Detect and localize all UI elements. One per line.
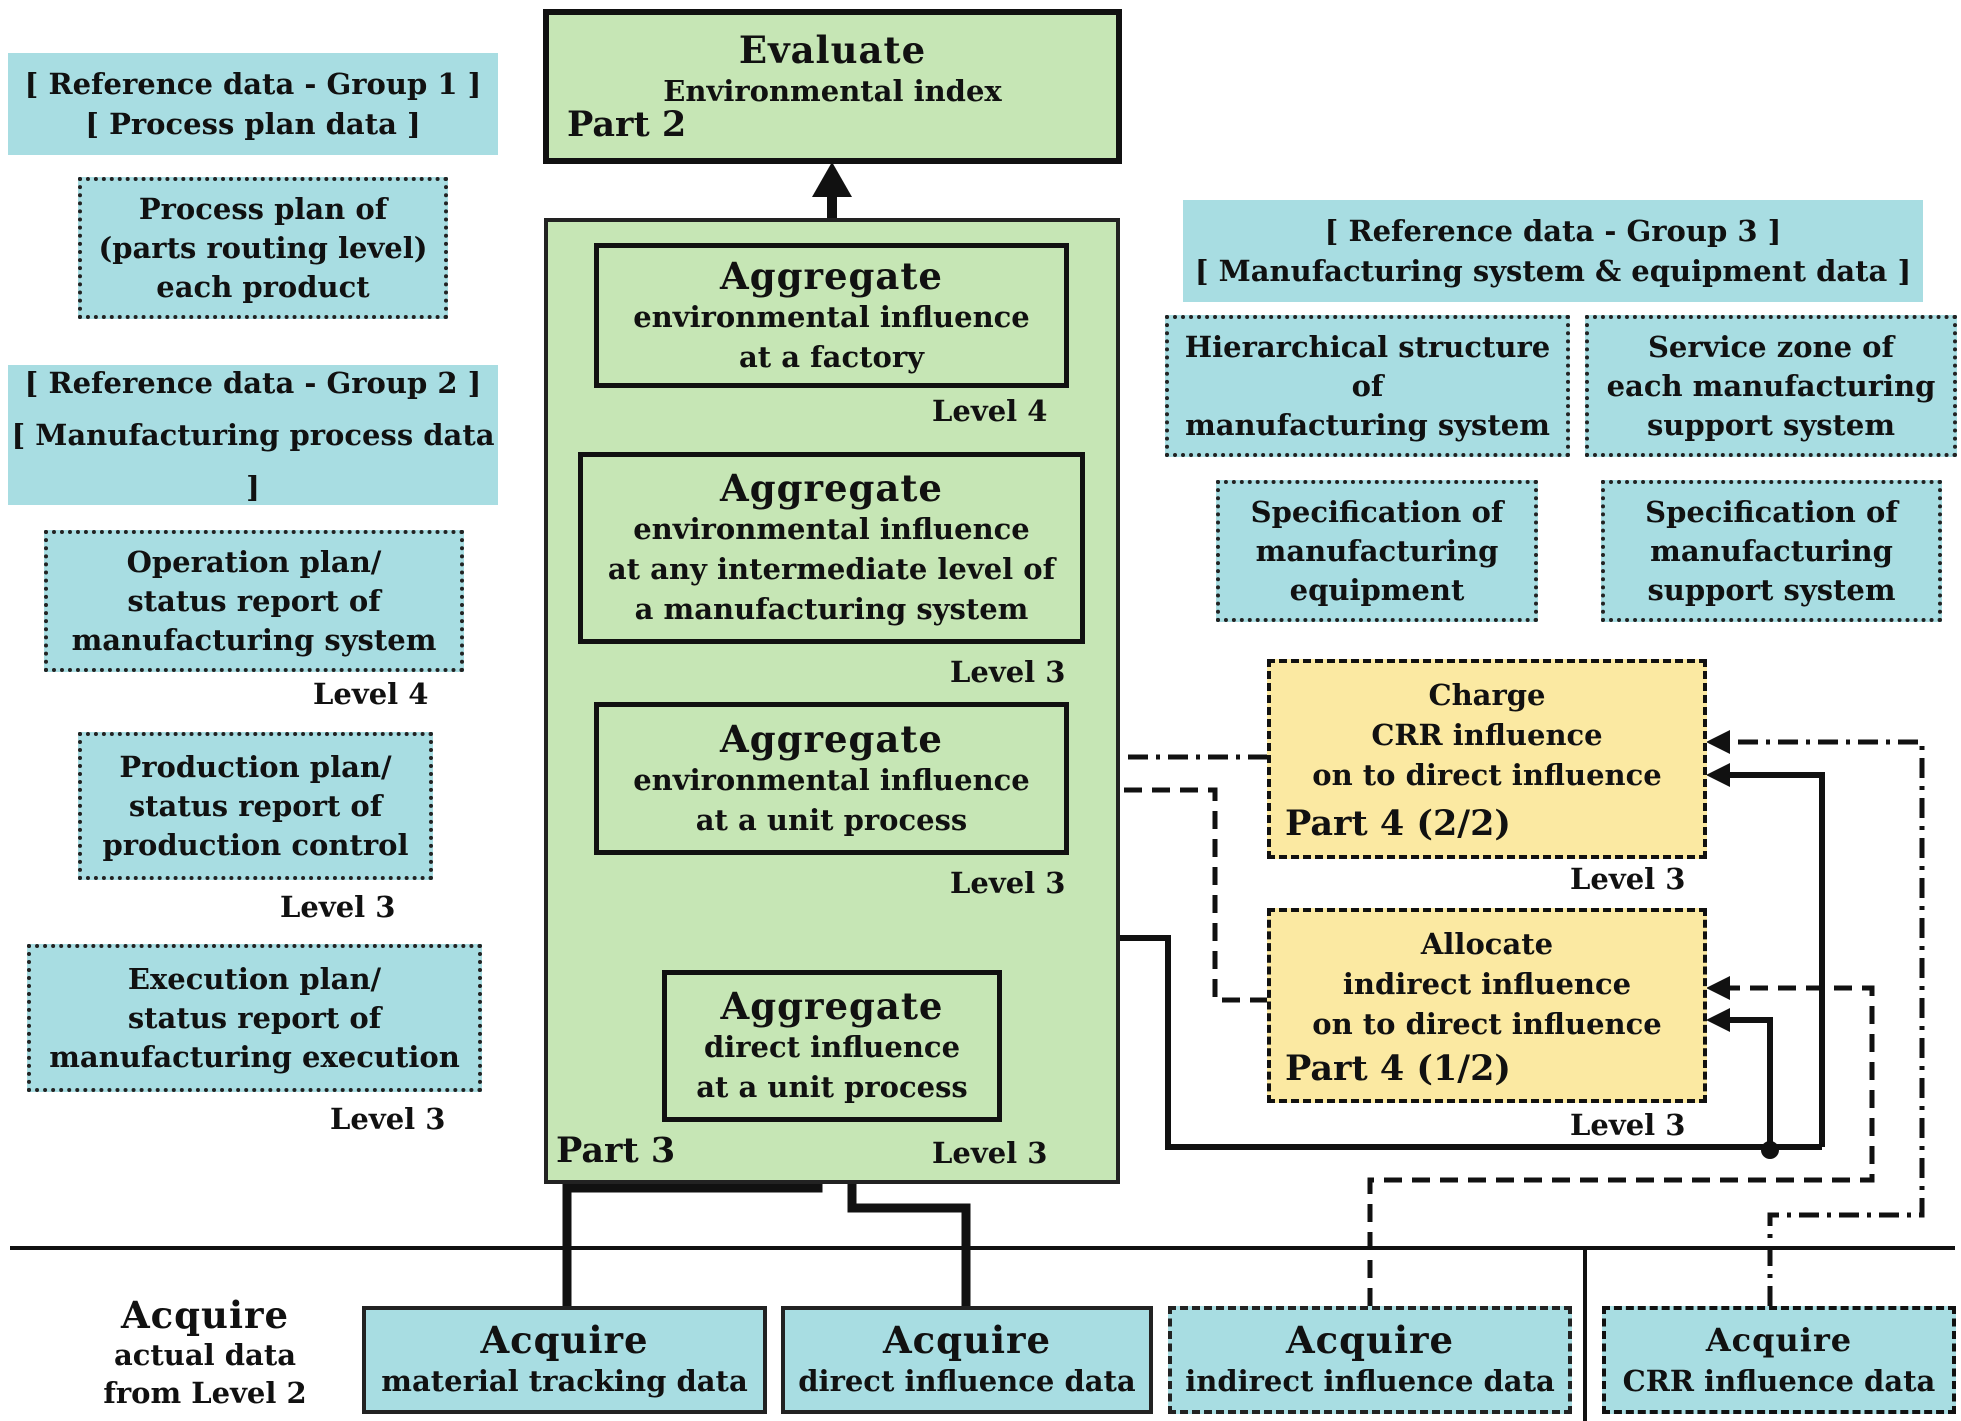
aggregate-factory-title: Aggregate [720,253,943,298]
acquire-indirect-influence-box: Acquire indirect influence data [1168,1306,1572,1414]
charge-crr-part-label: Part 4 (2/2) [1285,803,1511,844]
execution-plan-level: Level 3 [330,1102,446,1136]
acquire-direct-influence-box: Acquire direct influence data [781,1306,1153,1414]
production-plan-box: Production plan/ status report of produc… [78,732,433,880]
group1-header: [ Reference data - Group 1 ] [ Process p… [8,53,498,155]
acquire-level2-line2: from Level 2 [103,1376,307,1410]
operation-plan-line1: Operation plan/ [126,544,382,579]
acquire-crr-influence-sub: CRR influence data [1622,1364,1936,1398]
production-plan-line1: Production plan/ [119,749,392,784]
acquire-material-tracking-box: Acquire material tracking data [362,1306,767,1414]
aggregate-unit-env-level: Level 3 [950,866,1066,900]
evaluate-box: Evaluate Environmental index [543,9,1122,164]
aggregate-intermediate-line2: at any intermediate level of [607,552,1056,586]
aggregate-factory-line1: environmental influence [633,299,1030,334]
evaluate-subtitle: Environmental index [663,74,1002,108]
acquire-direct-influence-sub: direct influence data [798,1364,1136,1398]
acquire-indirect-influence-sub: indirect influence data [1185,1364,1555,1398]
aggregate-direct-title: Aggregate [720,984,944,1028]
aggregate-direct-line1: direct influence [703,1030,961,1064]
indirect-dashed-line [1090,787,1875,1306]
operation-plan-box: Operation plan/ status report of manufac… [44,530,464,672]
support-system-spec-line2: manufacturing [1650,533,1893,568]
allocate-indirect-box: Allocate indirect influence on to direct… [1267,908,1707,1103]
support-system-spec-line1: Specification of [1645,494,1898,529]
group2-header-line2: [ Manufacturing process data ] [11,418,495,504]
acquire-direct-influence-title: Acquire [882,1318,1052,1362]
charge-crr-line1: Charge [1428,678,1546,712]
support-system-spec-box: Specification of manufacturing support s… [1601,480,1942,622]
aggregate-unit-env-title: Aggregate [720,716,943,761]
group1-header-line1: [ Reference data - Group 1 ] [24,67,482,101]
hierarchical-structure-line2: of [1351,368,1384,403]
acquire-material-tracking-title: Acquire [480,1318,649,1362]
process-plan-line3: each product [156,269,370,304]
aggregate-intermediate-box: Aggregate environmental influence at any… [578,452,1085,644]
aggregate-factory-line2: at a factory [739,339,924,374]
allocate-indirect-level: Level 3 [1570,1108,1686,1142]
allocate-indirect-line3: on to direct influence [1312,1007,1662,1041]
group2-header-line1: [ Reference data - Group 2 ] [24,366,482,400]
aggregate-intermediate-title: Aggregate [720,466,943,510]
process-plan-line1: Process plan of [138,191,388,226]
aggregate-direct-line2: at a unit process [696,1070,968,1104]
aggregate-factory-level: Level 4 [932,394,1048,428]
support-system-spec-line3: support system [1647,572,1896,607]
aggregate-unit-env-line1: environmental influence [633,762,1030,797]
acquire-level2-label: Acquire actual data from Level 2 [90,1292,320,1414]
operation-plan-line2: status report of [127,583,381,618]
group3-header: [ Reference data - Group 3 ] [ Manufactu… [1183,200,1923,302]
acquire-crr-influence-title: Acquire [1705,1321,1853,1359]
acquire-indirect-influence-title: Acquire [1285,1318,1455,1362]
aggregate-unit-env-box: Aggregate environmental influence at a u… [594,702,1069,855]
equipment-spec-box: Specification of manufacturing equipment [1216,480,1538,622]
part3-label: Part 3 [556,1130,676,1171]
production-plan-level: Level 3 [280,890,396,924]
service-zone-line1: Service zone of [1647,329,1894,364]
acquire-level2-line1: actual data [113,1338,297,1372]
aggregate-direct-box: Aggregate direct influence at a unit pro… [662,970,1002,1122]
aggregate-unit-env-line2: at a unit process [695,802,968,837]
group1-header-line2: [ Process plan data ] [85,107,421,141]
equipment-spec-line1: Specification of [1250,494,1504,529]
process-plan-line2: (parts routing level) [98,230,428,265]
operation-plan-level: Level 4 [313,677,429,711]
evaluate-title: Evaluate [738,28,927,72]
charge-crr-line2: CRR influence [1371,718,1603,752]
acquire-crr-influence-box: Acquire CRR influence data [1602,1306,1956,1414]
allocate-indirect-line2: indirect influence [1342,967,1632,1001]
equipment-spec-line2: manufacturing [1255,533,1499,568]
execution-plan-line2: status report of [127,1000,382,1035]
acquire-material-tracking-sub: material tracking data [381,1364,748,1398]
process-plan-box: Process plan of (parts routing level) ea… [78,177,448,319]
production-plan-line3: production control [102,827,409,862]
execution-plan-box: Execution plan/ status report of manufac… [27,944,482,1092]
hierarchical-structure-line1: Hierarchical structure [1184,329,1551,364]
charge-crr-line3: on to direct influence [1312,758,1662,792]
operation-plan-line3: manufacturing system [71,622,437,657]
aggregate-intermediate-level: Level 3 [950,655,1066,689]
service-zone-box: Service zone of each manufacturing suppo… [1585,315,1957,457]
aggregate-intermediate-line1: environmental influence [633,512,1030,546]
production-plan-line2: status report of [128,788,383,823]
group3-header-line2: [ Manufacturing system & equipment data … [1194,254,1912,288]
aggregate-intermediate-line3: a manufacturing system [634,592,1029,626]
aggregate-direct-level: Level 3 [932,1136,1048,1170]
acquire-level2-title: Acquire [120,1293,290,1337]
equipment-spec-line3: equipment [1289,572,1465,607]
service-zone-line2: each manufacturing [1606,368,1936,403]
execution-plan-line3: manufacturing execution [49,1039,460,1074]
aggregate-factory-box: Aggregate environmental influence at a f… [594,243,1069,388]
group2-header: [ Reference data - Group 2 ] [ Manufactu… [8,365,498,505]
hierarchical-structure-box: Hierarchical structure of manufacturing … [1165,315,1570,457]
hierarchical-structure-line3: manufacturing system [1185,407,1550,442]
group3-header-line1: [ Reference data - Group 3 ] [1324,214,1782,248]
charge-crr-box: Charge CRR influence on to direct influe… [1267,659,1707,859]
part2-label: Part 2 [567,104,687,145]
execution-plan-line1: Execution plan/ [127,961,382,996]
service-zone-line3: support system [1646,407,1896,442]
allocate-indirect-line1: Allocate [1420,927,1554,961]
allocate-indirect-part-label: Part 4 (1/2) [1285,1048,1511,1089]
charge-crr-level: Level 3 [1570,862,1686,896]
